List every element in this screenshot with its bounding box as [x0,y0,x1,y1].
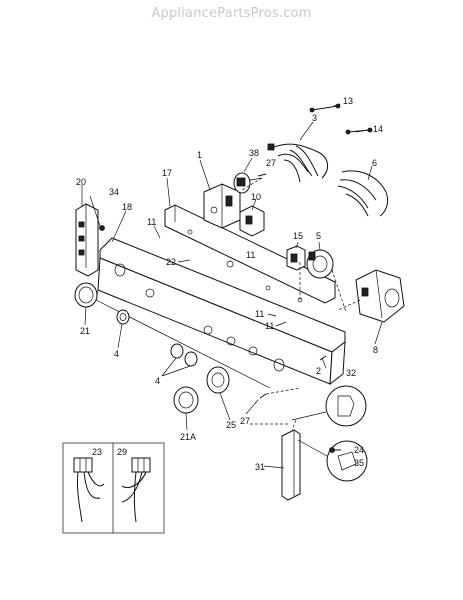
callout-5: 5 [316,231,321,241]
leader-lines [81,103,383,469]
water-level-switch [286,245,306,271]
callout-10: 10 [251,192,261,202]
detail-bubble-32 [291,385,367,427]
callout-25: 25 [226,420,236,430]
callout-27-lower: 27 [240,416,250,426]
wire-jumper-13 [309,103,341,113]
callout-4-upper: 4 [114,349,119,359]
console-panel [95,237,346,389]
callout-20: 20 [76,177,86,187]
knob-4-upper [116,309,130,325]
push-switch [239,205,265,237]
callout-22: 22 [166,257,176,267]
left-end-cap [75,203,99,277]
callout-labels: 13 3 14 6 1 38 27 17 20 34 10 18 11 15 5… [76,96,383,472]
wire-harness-6 [337,170,389,217]
callout-11-c: 11 [255,309,264,319]
callout-35: 35 [354,458,364,468]
callout-11-b: 11 [246,250,255,260]
callout-6: 6 [372,158,377,168]
screw-27-upper [257,173,267,177]
watermark: AppliancePartsPros.com [151,6,312,21]
control-module [355,269,405,323]
callout-29: 29 [117,447,127,457]
callout-24: 24 [354,445,364,455]
right-end-cap [281,429,301,501]
callout-38: 38 [249,148,259,158]
callout-4-lower: 4 [155,376,160,386]
callout-1: 1 [197,150,202,160]
callout-23: 23 [92,447,102,457]
selector-switch [233,172,263,194]
callout-11-a: 11 [147,217,156,227]
dial-25 [206,366,230,394]
knob-4-lower-a [170,343,184,359]
callout-21: 21 [80,326,90,336]
callout-3: 3 [312,113,317,123]
callout-13: 13 [343,96,353,106]
callout-11-d: 11 [265,321,274,331]
pressure-switch [306,249,334,279]
callout-18: 18 [122,202,132,212]
harness-23 [73,457,105,523]
callout-31: 31 [255,462,265,472]
callout-2: 2 [316,366,321,376]
screw-2 [319,355,327,361]
callout-21a: 21A [180,432,196,442]
callout-15: 15 [293,231,303,241]
screw-24 [329,447,341,453]
callout-14: 14 [373,124,383,134]
callout-34: 34 [109,187,119,197]
wire-jumper-14 [345,127,373,135]
harness-29 [121,457,151,523]
rear-bracket [164,204,336,304]
callout-32: 32 [346,368,356,378]
detail-bubble-35 [297,439,368,482]
callout-27-upper: 27 [266,158,276,168]
wire-harness-3 [267,143,328,183]
knob-21 [74,282,98,308]
knob-4-lower-b [184,351,198,367]
screw-34 [99,225,105,231]
screw-27-lower [259,393,267,399]
timer [203,183,241,229]
callout-8: 8 [373,345,378,355]
knob-21a [173,386,199,414]
inset-wiring-box [62,442,165,534]
callout-17: 17 [162,168,172,178]
